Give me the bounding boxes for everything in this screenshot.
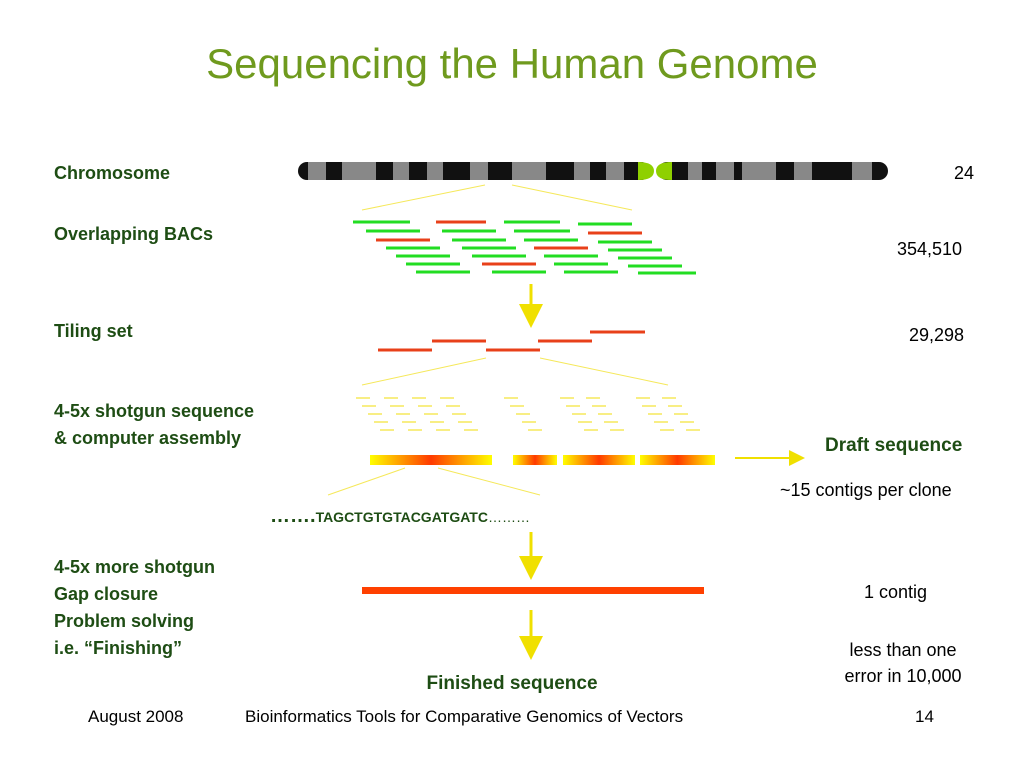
zoom-line <box>327 467 406 496</box>
draft-contig <box>370 455 492 465</box>
chromosome-band <box>742 162 776 180</box>
chromosome-band <box>308 162 326 180</box>
contigs-per-clone: ~15 contigs per clone <box>780 480 952 500</box>
error-line2: error in 10,000 <box>844 666 962 686</box>
footer-page-number: 14 <box>915 707 934 726</box>
chromosome-band <box>427 162 443 180</box>
chromosome-band <box>688 162 702 180</box>
footer-course: Bioinformatics Tools for Comparative Gen… <box>245 707 684 726</box>
label-finishing: 4-5x more shotgun Gap closure Problem so… <box>54 554 215 662</box>
label-finishing-line3: Problem solving <box>54 611 195 631</box>
label-shotgun: 4-5x shotgun sequence & computer assembl… <box>54 398 254 452</box>
draft-contig <box>563 455 635 465</box>
one-contig: 1 contig <box>864 582 928 602</box>
overlapping-bacs <box>353 220 696 275</box>
sequence-prefix: ……. <box>270 505 316 527</box>
centromere-right <box>656 162 672 180</box>
chromosome-band <box>716 162 734 180</box>
shotgun-reads <box>356 397 700 431</box>
label-finishing-line2: Gap closure <box>54 584 159 604</box>
zoom-line <box>437 467 541 496</box>
chromosome-band <box>470 162 488 180</box>
finished-sequence-label: Finished sequence <box>426 673 598 694</box>
error-line1: less than one <box>849 640 957 660</box>
chromosome-band <box>512 162 546 180</box>
chromosome-band <box>393 162 409 180</box>
zoom-line <box>361 184 486 211</box>
zoom-line <box>361 357 487 386</box>
chromosome-ideogram <box>298 162 888 180</box>
count-chromosome: 24 <box>954 163 975 183</box>
chromosome-band <box>606 162 624 180</box>
zoom-line <box>511 184 633 211</box>
chromosome-band <box>852 162 872 180</box>
label-shotgun-line1: 4-5x shotgun sequence <box>54 401 255 421</box>
label-tiling-set: Tiling set <box>54 321 133 341</box>
tiling-set <box>378 330 645 352</box>
label-finishing-line1: 4-5x more shotgun <box>54 557 216 577</box>
label-shotgun-line2: & computer assembly <box>54 428 242 448</box>
draft-contig <box>513 455 557 465</box>
label-finishing-line4: i.e. “Finishing” <box>54 638 183 658</box>
draft-contig <box>640 455 715 465</box>
label-overlapping-bacs: Overlapping BACs <box>54 224 214 244</box>
sequence-snippet: …….TAGCTGTGTACGATGATC……… <box>270 505 530 528</box>
sequence-suffix: ……… <box>487 509 530 525</box>
chromosome-band <box>574 162 590 180</box>
sequence-bases: TAGCTGTGTACGATGATC <box>315 509 488 525</box>
draft-contigs <box>370 455 715 465</box>
count-bacs: 354,510 <box>897 239 963 259</box>
centromere-left <box>638 162 654 180</box>
finished-contig-bar <box>362 587 704 594</box>
chromosome-band <box>794 162 812 180</box>
label-chromosome: Chromosome <box>54 163 171 183</box>
draft-sequence-label: Draft sequence <box>825 435 963 456</box>
footer-date: August 2008 <box>88 707 184 726</box>
slide-title: Sequencing the Human Genome <box>206 40 818 87</box>
error-rate: less than one error in 10,000 <box>820 637 986 689</box>
zoom-line <box>539 357 669 386</box>
chromosome-band <box>342 162 376 180</box>
count-tiling: 29,298 <box>909 325 965 345</box>
